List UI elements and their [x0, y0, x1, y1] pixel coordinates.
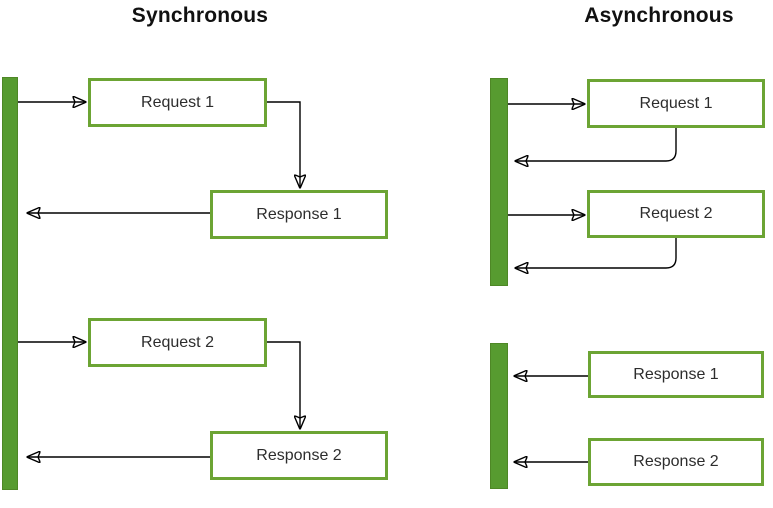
sync-request-1-label: Request 1	[141, 93, 214, 111]
arrow-async-request-2-return	[516, 238, 677, 268]
sync-request-1-box: Request 1	[88, 78, 267, 127]
sync-response-2-label: Response 2	[256, 446, 342, 464]
async-request-2-box: Request 2	[587, 190, 765, 238]
async-response-2-label: Response 2	[633, 453, 719, 470]
async-response-1-label: Response 1	[633, 365, 719, 383]
arrow-sync-request-1-to-response-1	[267, 101, 300, 187]
asynchronous-title: Asynchronous	[584, 4, 734, 27]
async-response-1-box: Response 1	[588, 351, 764, 398]
sync-response-1-label: Response 1	[256, 205, 342, 223]
sync-request-2-box: Request 2	[88, 318, 267, 367]
async-response-2-box: Response 2	[588, 438, 764, 486]
sync-response-1-box: Response 1	[210, 190, 388, 239]
synchronous-lifeline-bar	[2, 77, 18, 490]
async-request-1-label: Request 1	[639, 94, 713, 112]
sync-request-2-label: Request 2	[141, 333, 214, 351]
synchronous-title: Synchronous	[131, 4, 269, 27]
arrow-sync-request-2-to-response-2	[267, 341, 300, 428]
sync-response-2-box: Response 2	[210, 431, 388, 480]
async-request-1-box: Request 1	[587, 79, 765, 128]
async-request-2-label: Request 2	[639, 205, 713, 222]
asynchronous-lifeline-bar-requests	[490, 78, 508, 286]
asynchronous-lifeline-bar-responses	[490, 343, 508, 489]
arrow-async-request-1-return	[516, 128, 677, 161]
